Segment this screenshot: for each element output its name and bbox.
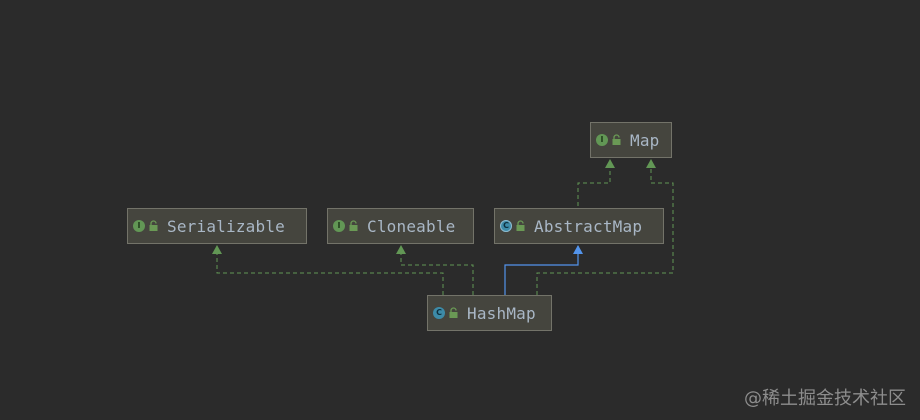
arrowhead-map-right (646, 159, 656, 168)
node-map[interactable]: I Map (590, 122, 672, 158)
edge-hashmap-abstractmap (504, 246, 579, 295)
edge-hashmap-map (536, 160, 674, 295)
node-label: Map (630, 130, 660, 150)
public-access-icon (516, 220, 525, 231)
arrowhead-cloneable (396, 245, 406, 254)
interface-icon: I (133, 220, 145, 232)
public-access-icon (449, 307, 458, 318)
arrowhead-map-left (605, 159, 615, 168)
node-label: HashMap (467, 303, 536, 323)
interface-icon: I (596, 134, 608, 146)
edge-hashmap-cloneable (400, 246, 474, 295)
abstract-class-icon: C (500, 220, 512, 232)
edge-abstractmap-map (577, 160, 611, 206)
watermark: @稀土掘金技术社区 (744, 388, 906, 409)
node-hashmap[interactable]: C HashMap (427, 295, 552, 331)
edge-hashmap-serializable (216, 246, 444, 295)
node-label: Cloneable (367, 216, 456, 236)
public-access-icon (349, 220, 358, 231)
node-serializable[interactable]: I Serializable (127, 208, 307, 244)
node-label: AbstractMap (534, 216, 643, 236)
public-access-icon (612, 134, 621, 145)
arrowhead-serializable (212, 245, 222, 254)
arrowhead-abstractmap (573, 245, 583, 254)
public-access-icon (149, 220, 158, 231)
node-abstractmap[interactable]: C AbstractMap (494, 208, 664, 244)
node-label: Serializable (167, 216, 285, 236)
class-icon: C (433, 307, 445, 319)
node-cloneable[interactable]: I Cloneable (327, 208, 474, 244)
interface-icon: I (333, 220, 345, 232)
